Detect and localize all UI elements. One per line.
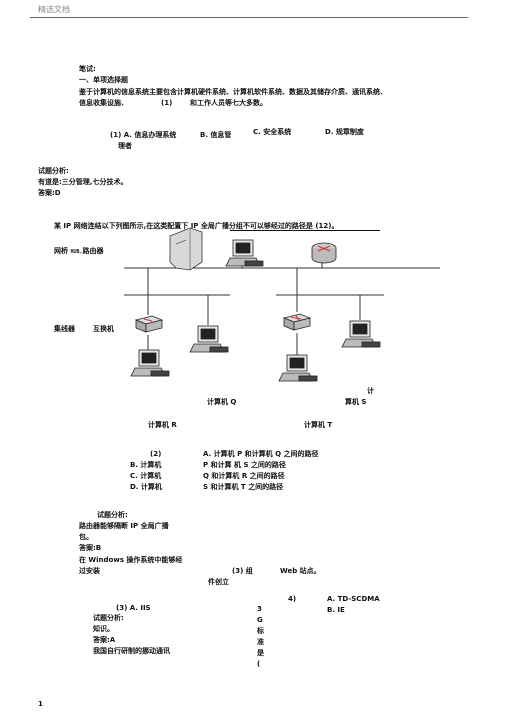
label-computer-q: 计算机 Q <box>207 398 237 406</box>
q1-analysis-text: 有道是:三分管理,七分技术。 <box>38 178 128 186</box>
q3-blank: (3) 组 <box>232 567 253 575</box>
label-computer-r: 计算机 R <box>148 421 177 429</box>
q1-option-d: D. 规章制度 <box>325 128 364 136</box>
q3-option-a: (3) A. IIS <box>116 604 151 612</box>
q2-option-number: (2) <box>150 450 162 458</box>
switch-icon <box>282 313 312 331</box>
q1-stem-line1: 鉴于计算机的信息系统主要包含计算机硬件系统、计算机软件系统、数据及其储存介质、通… <box>79 88 387 96</box>
page-number: 1 <box>38 700 43 708</box>
computer-p-icon <box>130 349 170 377</box>
exam-heading: 笔试: <box>79 65 96 73</box>
q3-line2: 过安装 <box>79 567 100 575</box>
label-ji: 计 <box>367 387 374 395</box>
q2-analysis-line1: 路由器能够隔断 IP 全局广播 <box>79 522 169 530</box>
q2-stem-underline <box>230 230 380 231</box>
q1-answer: 答案:D <box>38 189 61 197</box>
q4-stem: 我国自行研制的挪动通讯 <box>93 647 170 655</box>
q3-knowledge: 知识。 <box>93 625 114 633</box>
computer-s-icon <box>341 320 381 348</box>
bridge-icon <box>169 227 203 271</box>
q2-analysis-line2: 包。 <box>79 533 93 541</box>
label-switch: 互换机 <box>93 325 114 333</box>
vertical-char-2: G <box>257 616 263 624</box>
q3-tail: Web 站点。 <box>280 567 321 575</box>
hub-icon <box>134 315 164 333</box>
q1-stem-line2b: 和工作人员等七大多数。 <box>190 99 267 107</box>
q1-option-a: (1) A. 信息办理系统 <box>110 131 177 139</box>
q3-analysis-label: 试题分析: <box>93 614 124 622</box>
q3-line1: 在 Windows 操作系统中能够经 <box>79 556 183 564</box>
section-heading: 一、单项选择题 <box>79 76 128 84</box>
q1-analysis-label: 试题分析: <box>38 167 69 175</box>
q2-option-c-right: Q 和计算机 R 之间的路径 <box>203 472 285 480</box>
computer-r-icon <box>278 354 318 382</box>
q3-tail2: 件创立 <box>208 578 229 586</box>
computer-icon-top <box>225 239 264 267</box>
q2-option-d-right: S 和计算机 T 之间的路径 <box>203 483 284 491</box>
q1-blank: (1) <box>161 99 173 107</box>
q1-option-c: C. 安全系统 <box>253 128 292 136</box>
q2-answer: 答案:B <box>79 544 102 552</box>
q4-option-a: A. TD-SCDMA <box>327 595 380 603</box>
q2-stem: 某 IP 网络连结以下列图所示,在这类配置下 IP 全局广播分组不可以够经过的路… <box>54 222 339 230</box>
header-rule <box>30 17 468 18</box>
label-computer-s: 算机 S <box>345 398 367 406</box>
q2-option-a: A. 计算机 P 和计算机 Q 之间的路径 <box>203 450 319 458</box>
q2-option-b-right: P 和计算 机 S 之间的路径 <box>203 461 286 469</box>
q1-option-b-cont: 理者 <box>118 142 132 150</box>
q3-answer: 答案:A <box>93 636 116 644</box>
page-header: 精选文档 <box>38 5 70 14</box>
vertical-char-1: 3 <box>257 605 262 613</box>
label-hub: 集线器 <box>54 325 75 333</box>
q4-option-b: B. IE <box>327 606 345 614</box>
q2-option-d-left: D. 计算机 <box>130 483 162 491</box>
vertical-char-4: 准 <box>257 638 264 646</box>
q2-option-c-left: C. 计算机 <box>130 472 162 480</box>
q4-option-num: 4) <box>288 595 297 603</box>
vertical-char-3: 标 <box>257 627 264 635</box>
q2-option-b-left: B. 计算机 <box>130 461 162 469</box>
q1-option-b: B. 信息管 <box>200 131 232 139</box>
q1-stem-line2a: 信息收集设施、 <box>79 99 128 107</box>
vertical-char-5: 是 <box>257 649 264 657</box>
label-computer-t: 计算机 T <box>304 421 333 429</box>
router-icon <box>311 242 337 264</box>
vertical-char-6: ( <box>257 660 261 668</box>
q2-analysis-label: 试题分析: <box>97 511 128 519</box>
computer-q-icon <box>189 325 229 353</box>
label-bridge: 网桥 HUB,路由器 <box>54 247 104 255</box>
